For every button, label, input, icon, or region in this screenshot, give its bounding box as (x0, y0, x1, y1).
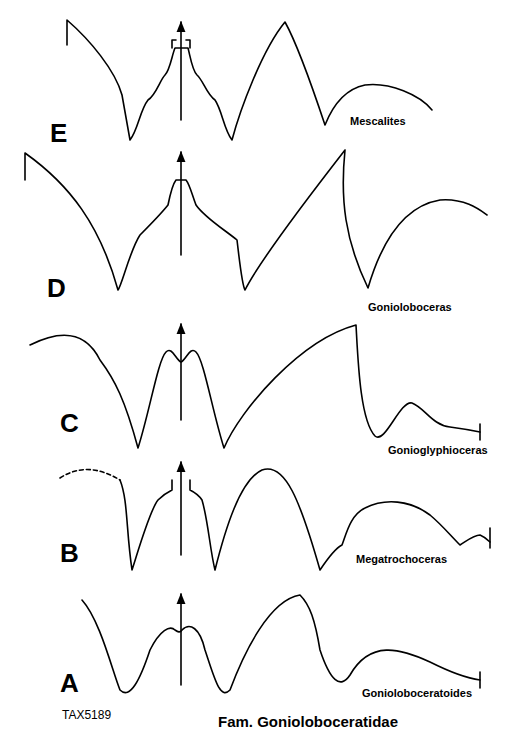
panel-letter: B (60, 540, 79, 566)
suture-end-tick (479, 672, 481, 688)
suture-end-tick (479, 424, 481, 440)
panel-letter: E (50, 120, 67, 146)
suture-line (25, 150, 487, 290)
venter-arrow (180, 324, 182, 420)
figure-code: TAX5189 (62, 709, 111, 721)
suture-line (30, 325, 480, 448)
panel-letter: C (60, 410, 79, 436)
genus-name: Megatrochoceras (356, 554, 447, 565)
suture-line-dashed (60, 470, 120, 480)
genus-name: Mescalites (350, 116, 406, 127)
venter-arrow (180, 22, 182, 120)
suture-line (67, 20, 432, 140)
suture-line (120, 469, 490, 570)
venter-arrow (180, 462, 182, 555)
genus-name: Gonioloboceratoides (362, 688, 472, 699)
panel-letter: D (47, 275, 66, 301)
panel-letter: A (60, 670, 79, 696)
suture-end-tick (489, 528, 491, 548)
family-title: Fam. Gonioloboceratidae (218, 714, 398, 729)
genus-name: Gonioglyphioceras (388, 445, 488, 456)
suture-line (82, 595, 480, 693)
venter-arrow (180, 594, 182, 685)
venter-arrow (180, 152, 182, 255)
genus-name: Gonioloboceras (368, 302, 452, 313)
